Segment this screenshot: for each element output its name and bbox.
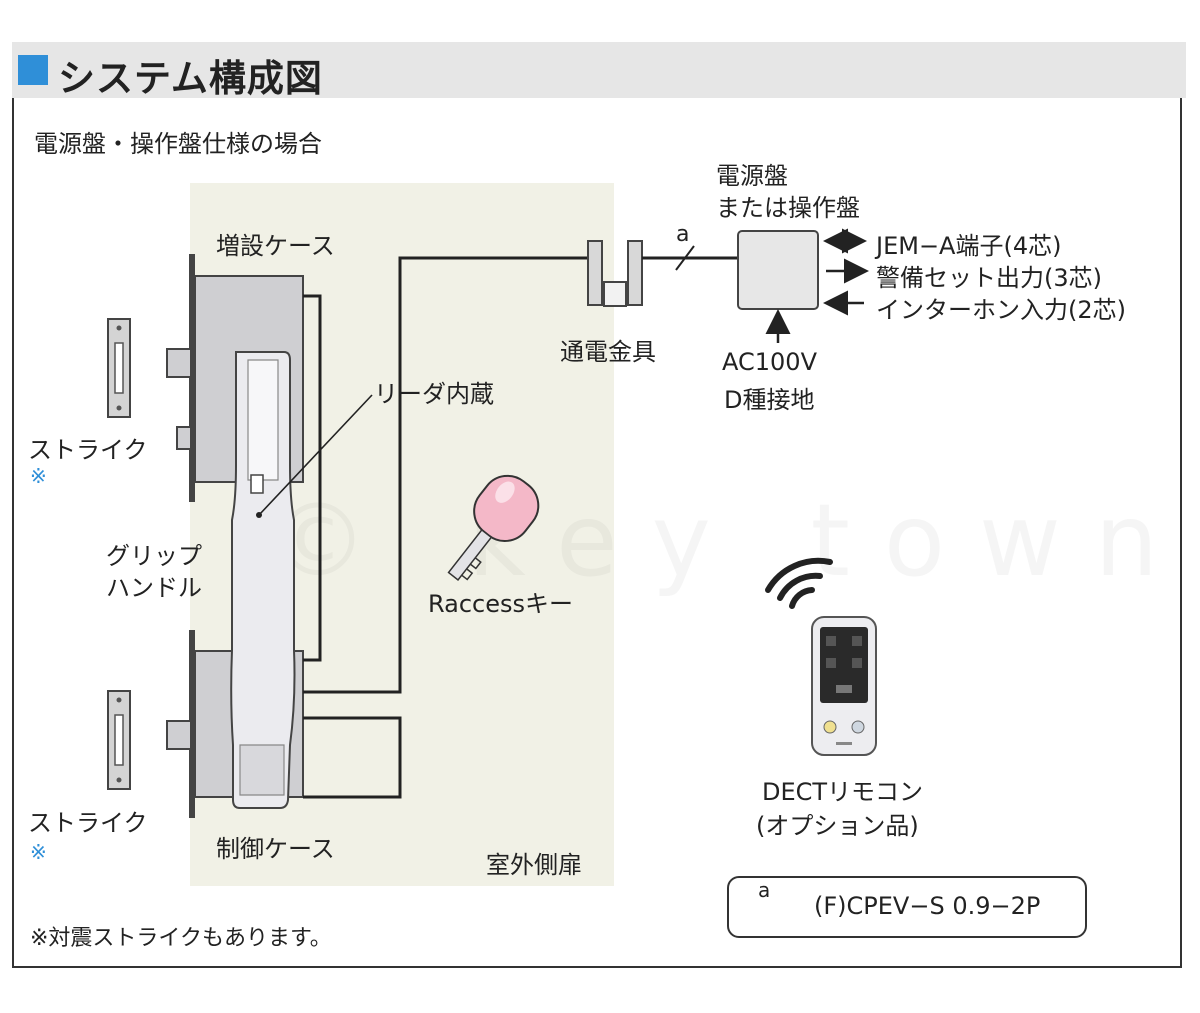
power-panel-label-1: 電源盤 (716, 162, 788, 190)
power-panel-label-2: または操作盤 (716, 194, 860, 222)
header-bar: システム構成図 (12, 42, 1186, 100)
grip-handle-label-1: グリップ (106, 542, 202, 570)
subtitle: 電源盤・操作盤仕様の場合 (34, 130, 322, 158)
ground-label: D種接地 (724, 386, 815, 414)
diagram-frame (12, 98, 1182, 968)
remote-control-icon (811, 616, 877, 756)
page-title: システム構成図 (58, 57, 323, 100)
legend-cable-mark: a (758, 878, 771, 902)
cable-a (642, 245, 738, 271)
grip-handle-label-2: ハンドル (106, 574, 202, 602)
energizing-fitting-label: 通電金具 (560, 338, 656, 366)
footnote: ※対震ストライクもあります。 (30, 926, 332, 951)
reader-builtin-label: リーダ内蔵 (374, 380, 494, 408)
strike-bottom (107, 690, 131, 790)
case-wiring (303, 256, 590, 799)
cable-legend (727, 876, 1087, 938)
dect-remote-label: DECTリモコン (762, 778, 924, 806)
wireless-signal-icon (765, 557, 833, 609)
strike-top (107, 318, 131, 418)
control-case-label: 制御ケース (216, 835, 335, 863)
watermark: © key town (268, 482, 1193, 599)
panel-io-arrows (765, 228, 869, 343)
energizing-fitting (587, 240, 643, 307)
header-accent-square (18, 55, 48, 85)
strike-label-top: ストライク (28, 436, 148, 464)
strike-mark-bottom: ※ (30, 840, 47, 864)
security-output-label: 警備セット出力(3芯) (876, 264, 1102, 292)
intercom-input-label: インターホン入力(2芯) (876, 296, 1126, 324)
strike-mark-top: ※ (30, 464, 47, 488)
cable-a-label: a (676, 222, 690, 247)
key-icon (447, 474, 540, 581)
outdoor-door-label: 室外側扉 (486, 851, 582, 879)
cable-spec-label: (F)CPEV−S 0.9−2P (814, 892, 1041, 920)
grip-handle (230, 351, 373, 809)
strike-label-bottom: ストライク (28, 809, 148, 837)
expansion-case-label: 増設ケース (216, 232, 335, 260)
raccess-key-label: Raccessキー (428, 590, 574, 618)
dect-option-label: (オプション品) (756, 812, 919, 840)
ac100v-label: AC100V (722, 348, 817, 376)
jem-terminal-label: JEM−A端子(4芯) (876, 232, 1062, 260)
power-panel-box (737, 230, 819, 310)
